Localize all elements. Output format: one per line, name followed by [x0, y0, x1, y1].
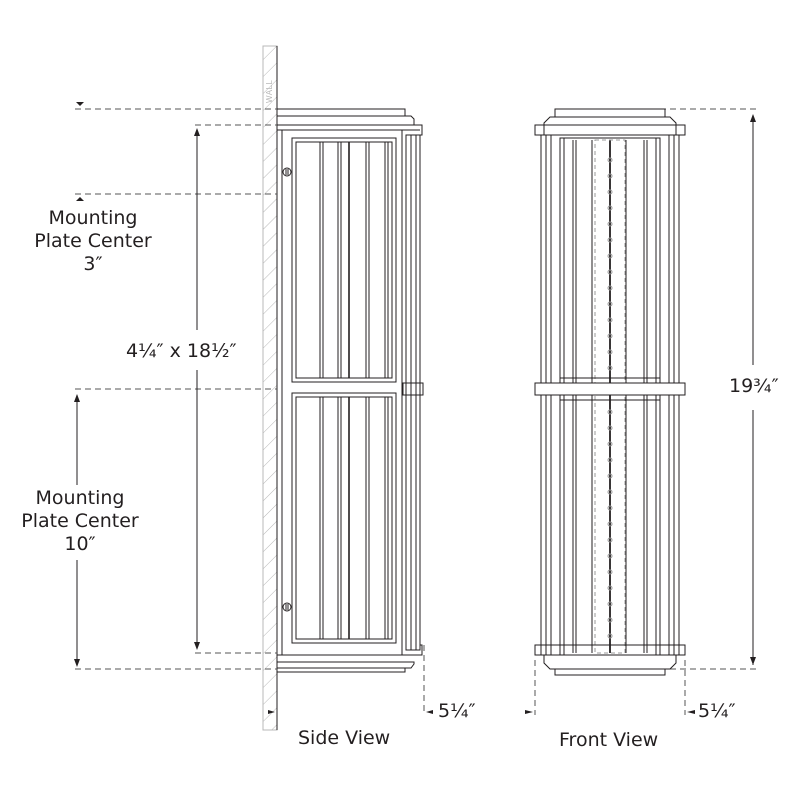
dimension-lines [74, 102, 756, 714]
mounting-top-line2: Plate Center [34, 230, 152, 252]
reference-lines [75, 108, 757, 715]
side-depth-label: 5¼″ [436, 700, 478, 722]
mounting-top-line1: Mounting [48, 207, 138, 229]
mounting-bottom-line2: Plate Center [21, 510, 139, 532]
wall [262, 45, 278, 731]
mounting-plate-center-top-label: Mounting Plate Center 3″ [18, 207, 168, 276]
mounting-top-value: 3″ [83, 253, 103, 275]
front-view-fixture [534, 108, 686, 676]
mounting-plate-center-bottom-label: Mounting Plate Center 10″ [5, 487, 155, 556]
mounting-bottom-line1: Mounting [35, 487, 125, 509]
front-width-label: 5¼″ [696, 700, 738, 722]
front-view-title: Front View [559, 729, 659, 751]
side-view-fixture [277, 108, 424, 673]
backplate-dimension-label: 4¼″ x 18½″ [124, 340, 239, 362]
wall-label: WALL [265, 79, 274, 104]
front-view-beads [607, 157, 613, 639]
overall-height-label: 19¾″ [727, 375, 781, 397]
mounting-bottom-value: 10″ [64, 533, 96, 555]
side-view-title: Side View [298, 727, 391, 749]
